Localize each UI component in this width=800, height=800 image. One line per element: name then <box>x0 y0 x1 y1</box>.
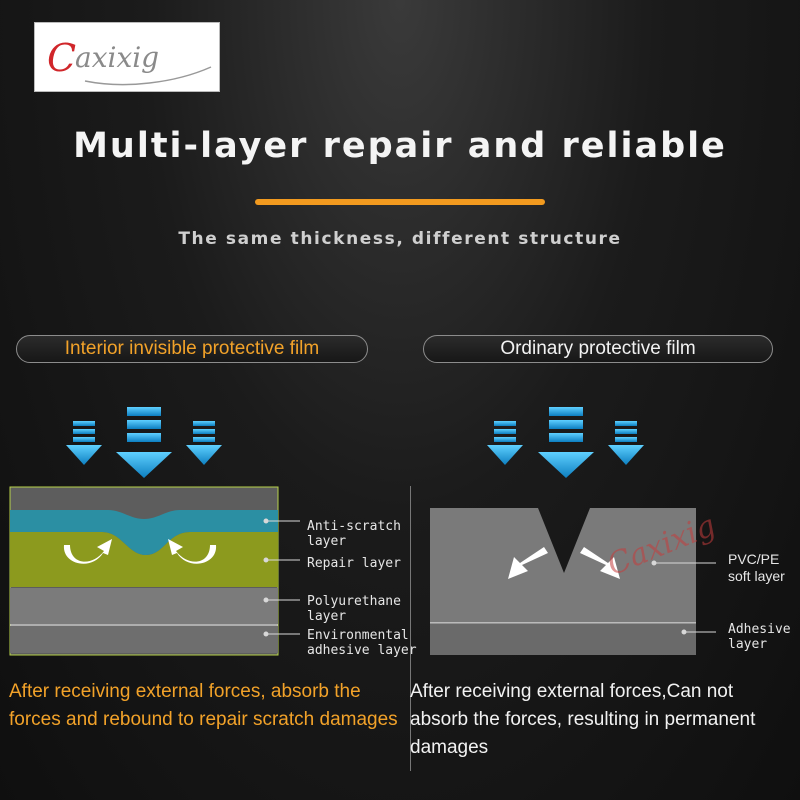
svg-text:axixig: axixig <box>75 41 159 74</box>
pressure-arrow-icon <box>116 407 172 478</box>
brand-logo: C axixig <box>34 22 220 92</box>
accent-divider <box>255 199 545 205</box>
left-film-diagram <box>9 407 300 656</box>
right-panel-title: Ordinary protective film <box>423 335 773 363</box>
pressure-arrow-icon <box>186 421 222 465</box>
repair-layer-label: Repair layer <box>307 556 401 571</box>
pressure-arrow-icon <box>608 421 644 465</box>
layer-stack <box>9 486 279 656</box>
pressure-arrow-icon <box>538 407 594 478</box>
right-film-diagram <box>430 407 716 655</box>
pressure-arrow-icon <box>487 421 523 465</box>
left-description: After receiving external forces, absorb … <box>9 681 398 730</box>
left-panel-title: Interior invisible protective film <box>16 335 368 363</box>
ordinary-layer-stack <box>430 508 696 655</box>
headline: Multi-layer repair and reliable <box>73 126 727 166</box>
subheadline: The same thickness, different structure <box>178 229 622 249</box>
panel-divider <box>410 486 411 771</box>
logo-wordmark: C axixig <box>47 36 212 86</box>
right-description: After receiving external forces,Can not … <box>410 681 756 758</box>
svg-text:C: C <box>47 36 76 80</box>
pressure-arrow-icon <box>66 421 102 465</box>
